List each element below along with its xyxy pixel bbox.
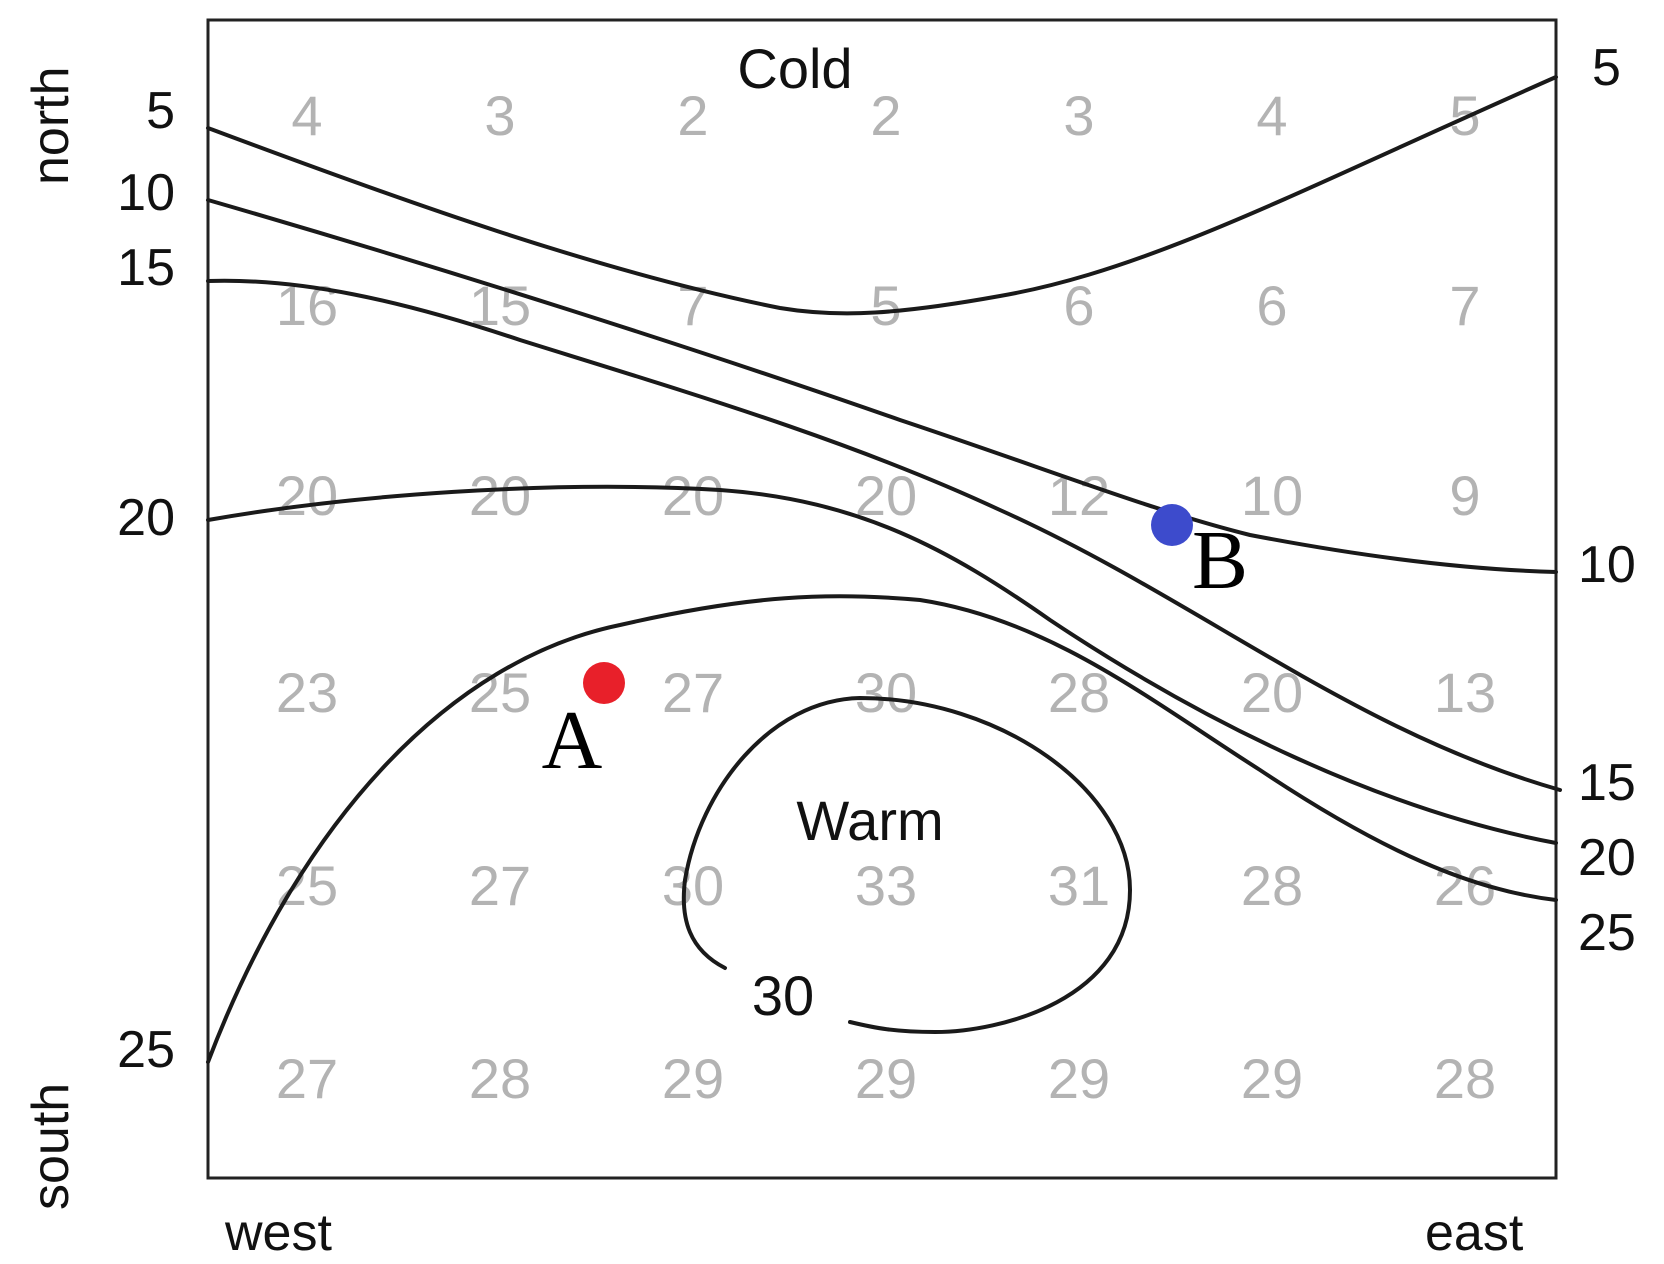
grid-value: 2 bbox=[870, 84, 901, 147]
grid-value: 27 bbox=[469, 854, 531, 917]
grid-value: 20 bbox=[276, 464, 338, 527]
point-a-label: A bbox=[542, 694, 603, 787]
left-scale-5: 5 bbox=[146, 82, 175, 140]
grid-value: 23 bbox=[276, 661, 338, 724]
south-label: south bbox=[22, 1083, 80, 1210]
grid-value: 3 bbox=[484, 84, 515, 147]
grid-value: 10 bbox=[1241, 464, 1303, 527]
isotherm-15 bbox=[206, 278, 1562, 792]
grid-value: 5 bbox=[870, 274, 901, 337]
isotherm-5 bbox=[206, 75, 1558, 316]
right-scale-15: 15 bbox=[1578, 754, 1636, 812]
warm-label: Warm bbox=[796, 789, 943, 852]
grid-value: 29 bbox=[662, 1047, 724, 1110]
grid-value: 27 bbox=[662, 661, 724, 724]
isotherm-20 bbox=[206, 484, 1558, 845]
grid-value: 28 bbox=[1048, 661, 1110, 724]
grid-value: 4 bbox=[1256, 84, 1287, 147]
grid-value: 29 bbox=[1241, 1047, 1303, 1110]
grid-value: 20 bbox=[469, 464, 531, 527]
grid-value: 7 bbox=[1449, 274, 1480, 337]
grid-value: 9 bbox=[1449, 464, 1480, 527]
west-label: west bbox=[224, 1204, 332, 1262]
isotherm-30 bbox=[681, 696, 1132, 1034]
cold-label: Cold bbox=[737, 37, 852, 100]
grid-value: 5 bbox=[1449, 84, 1480, 147]
grid-value: 6 bbox=[1256, 274, 1287, 337]
isotherm-10 bbox=[206, 198, 1558, 574]
left-scale-10: 10 bbox=[117, 164, 175, 222]
grid-value: 30 bbox=[662, 854, 724, 917]
grid-value: 28 bbox=[469, 1047, 531, 1110]
left-scale-25: 25 bbox=[117, 1021, 175, 1079]
grid-value: 6 bbox=[1063, 274, 1094, 337]
right-scale-20: 20 bbox=[1578, 829, 1636, 887]
north-label: north bbox=[22, 66, 80, 185]
grid-value: 4 bbox=[291, 84, 322, 147]
left-scale-15: 15 bbox=[117, 239, 175, 297]
grid-value: 20 bbox=[855, 464, 917, 527]
grid-value: 30 bbox=[855, 661, 917, 724]
grid-value: 31 bbox=[1048, 854, 1110, 917]
grid-value: 28 bbox=[1241, 854, 1303, 917]
grid-value: 13 bbox=[1434, 661, 1496, 724]
isotherm-25 bbox=[206, 594, 1558, 1064]
grid-value: 29 bbox=[1048, 1047, 1110, 1110]
grid-value: 3 bbox=[1063, 84, 1094, 147]
east-label: east bbox=[1425, 1204, 1524, 1262]
right-scale-25: 25 bbox=[1578, 904, 1636, 962]
point-b-label: B bbox=[1192, 514, 1248, 607]
grid-value: 20 bbox=[662, 464, 724, 527]
point-b-marker bbox=[1151, 504, 1193, 546]
map-frame bbox=[206, 18, 1558, 1180]
right-scale-5: 5 bbox=[1592, 39, 1621, 97]
grid-value: 2 bbox=[677, 84, 708, 147]
left-scale-20: 20 bbox=[117, 489, 175, 547]
point-a-marker bbox=[583, 662, 625, 704]
grid-value: 29 bbox=[855, 1047, 917, 1110]
grid-value: 27 bbox=[276, 1047, 338, 1110]
right-scale-10: 10 bbox=[1578, 536, 1636, 594]
contour-30-label: 30 bbox=[752, 964, 814, 1027]
grid-value: 28 bbox=[1434, 1047, 1496, 1110]
grid-value: 33 bbox=[855, 854, 917, 917]
